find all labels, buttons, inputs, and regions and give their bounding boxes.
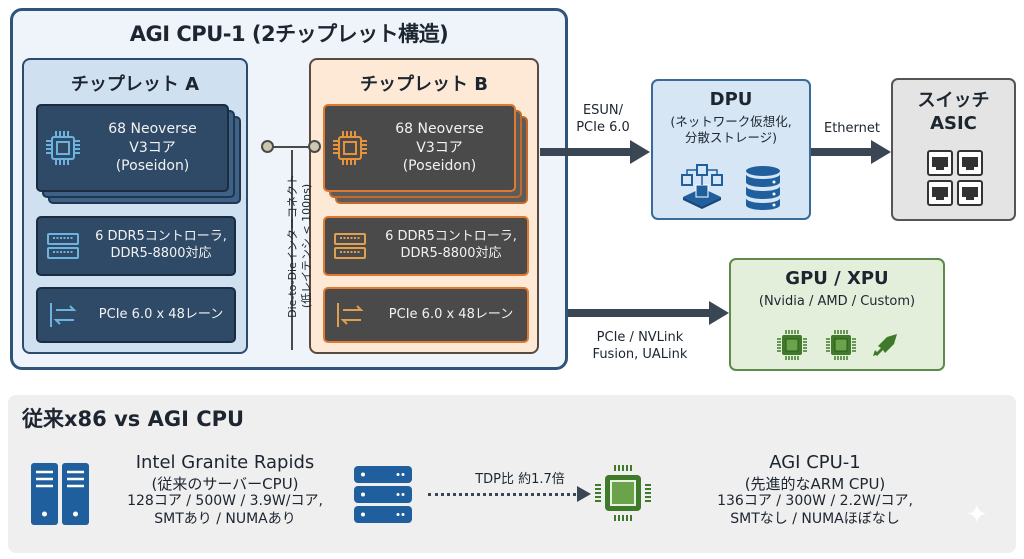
tdp-dotted-arrow bbox=[428, 493, 576, 496]
legacy-cpu-description: Intel Granite Rapids (従来のサーバーCPU) 128コア … bbox=[100, 452, 350, 528]
chiplet-a-pcie-block: PCIe 6.0 x 48レーン bbox=[36, 287, 236, 343]
link-node bbox=[261, 140, 274, 153]
switch-asic-box: スイッチ ASIC bbox=[891, 78, 1016, 221]
switch-title: スイッチ ASIC bbox=[917, 90, 990, 134]
die-to-die-label: Die-to-Dieインターコネクト (低レイテンシ < 100ns) bbox=[286, 174, 313, 318]
arrow-head-icon bbox=[630, 140, 650, 164]
tdp-ratio-label: TDP比 約1.7倍 bbox=[475, 472, 565, 487]
dpu-title: DPU bbox=[709, 89, 753, 110]
gpu-subtitle: (Nvidia / AMD / Custom) bbox=[758, 294, 916, 309]
ethernet-port-icon bbox=[957, 180, 983, 206]
rocket-icon bbox=[871, 332, 899, 364]
ethernet-port-icon bbox=[927, 150, 953, 176]
memory-icon bbox=[38, 232, 88, 260]
arrow-head-icon bbox=[709, 301, 729, 325]
network-virtualization-icon bbox=[679, 163, 725, 213]
link-node bbox=[308, 140, 321, 153]
chiplet-a-pcie-text: PCIe 6.0 x 48レーン bbox=[98, 306, 224, 322]
chiplet-b-cores-block: 68 Neoverse V3コア (Poseidon) bbox=[323, 104, 528, 204]
memory-icon bbox=[325, 232, 375, 260]
agi-cpu-title: AGI CPU-1 (2チップレット構造) bbox=[129, 22, 449, 46]
chiplet-b: チップレット B 68 Neoverse V3コア (Poseidon) bbox=[309, 58, 539, 354]
dpu-box: DPU (ネットワーク仮想化, 分散ストレージ) bbox=[651, 79, 811, 220]
cpu-chip-icon bbox=[325, 129, 375, 167]
dpu-to-switch-arrow bbox=[811, 148, 873, 156]
server-rack-icon bbox=[353, 465, 413, 529]
legacy-cpu-name: Intel Granite Rapids bbox=[135, 452, 315, 473]
gpu-title: GPU / XPU bbox=[785, 268, 889, 289]
die-to-die-link bbox=[268, 146, 315, 148]
comparison-panel bbox=[8, 395, 1016, 553]
die-to-die-vertical-line bbox=[291, 150, 293, 350]
dpu-subtitle: (ネットワーク仮想化, 分散ストレージ) bbox=[670, 114, 792, 146]
sparkle-icon: ✦ bbox=[966, 500, 988, 530]
comparison-title: 従来x86 vs AGI CPU bbox=[22, 407, 245, 431]
ethernet-port-icon bbox=[957, 150, 983, 176]
agi-cpu-name: AGI CPU-1 bbox=[769, 452, 861, 473]
chiplet-a-title: チップレット A bbox=[70, 74, 200, 95]
chiplet-b-pcie-block: PCIe 6.0 x 48レーン bbox=[323, 287, 529, 343]
chip-icon bbox=[775, 328, 809, 366]
arrow-head-icon bbox=[871, 140, 891, 164]
chiplet-b-ddr-block: 6 DDR5コントローラ, DDR5-8800対応 bbox=[323, 216, 529, 276]
cpu-to-gpu-arrow bbox=[568, 309, 711, 317]
chiplet-a-ddr-text: 6 DDR5コントローラ, DDR5-8800対応 bbox=[95, 229, 227, 261]
transfer-arrows-icon bbox=[325, 301, 375, 329]
legacy-cpu-sub: (従来のサーバーCPU) bbox=[151, 474, 299, 493]
agi-cpu-description: AGI CPU-1 (先進的なARM CPU) 136コア / 300W / 2… bbox=[690, 452, 940, 528]
chiplet-b-cores-text: 68 Neoverse V3コア (Poseidon) bbox=[395, 120, 484, 175]
chiplet-a: チップレット A 68 Neoverse V3コア (Poseidon) bbox=[22, 58, 248, 354]
cpu-to-gpu-label: PCIe / NVLink Fusion, UALink bbox=[592, 330, 688, 362]
gpu-xpu-box: GPU / XPU (Nvidia / AMD / Custom) bbox=[729, 258, 945, 371]
arrow-head-icon bbox=[577, 486, 591, 502]
agi-cpu-sub: (先進的なARM CPU) bbox=[744, 474, 886, 493]
dpu-to-switch-label: Ethernet bbox=[824, 121, 880, 136]
chiplet-b-ddr-text: 6 DDR5コントローラ, DDR5-8800対応 bbox=[385, 229, 517, 261]
cpu-to-dpu-label: ESUN/ PCIe 6.0 bbox=[576, 103, 630, 135]
chiplet-a-cores-text: 68 Neoverse V3コア (Poseidon) bbox=[108, 120, 197, 175]
chiplet-a-ddr-block: 6 DDR5コントローラ, DDR5-8800対応 bbox=[36, 216, 236, 276]
server-tower-icon bbox=[30, 462, 90, 530]
cpu-chip-icon bbox=[38, 129, 88, 167]
chiplet-b-pcie-text: PCIe 6.0 x 48レーン bbox=[388, 306, 514, 322]
transfer-arrows-icon bbox=[38, 301, 88, 329]
chip-icon bbox=[824, 328, 858, 366]
ethernet-port-icon bbox=[927, 180, 953, 206]
chiplet-b-title: チップレット B bbox=[360, 74, 488, 95]
database-icon bbox=[745, 165, 781, 215]
chiplet-a-cores-block: 68 Neoverse V3コア (Poseidon) bbox=[36, 104, 241, 204]
cpu-to-dpu-arrow bbox=[540, 148, 632, 156]
arm-chip-icon bbox=[593, 463, 653, 527]
ethernet-ports-group bbox=[927, 150, 983, 210]
